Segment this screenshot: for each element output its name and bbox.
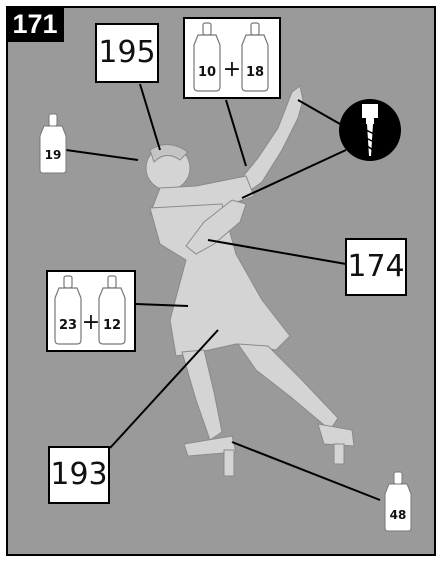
warrior-figure — [145, 85, 355, 477]
part-label-body: 193 — [48, 446, 110, 504]
paint-bottle-icon — [54, 275, 126, 345]
paint-bottle-hair: 19 — [38, 112, 68, 174]
step-number: 171 — [6, 6, 64, 42]
paint-bottle-base: 48 — [383, 470, 413, 532]
paint-box-tunic: 23 + 12 — [46, 270, 136, 352]
paint-bottle-icon — [39, 113, 67, 174]
paint-box-head: 10 + 18 — [183, 17, 281, 99]
part-label-head: 195 — [95, 23, 159, 83]
paint-bottle-icon — [193, 22, 269, 92]
leader-lines — [65, 83, 381, 501]
drill-icon — [339, 99, 401, 161]
part-label-arm: 174 — [345, 238, 407, 296]
paint-bottle-icon — [384, 471, 412, 532]
